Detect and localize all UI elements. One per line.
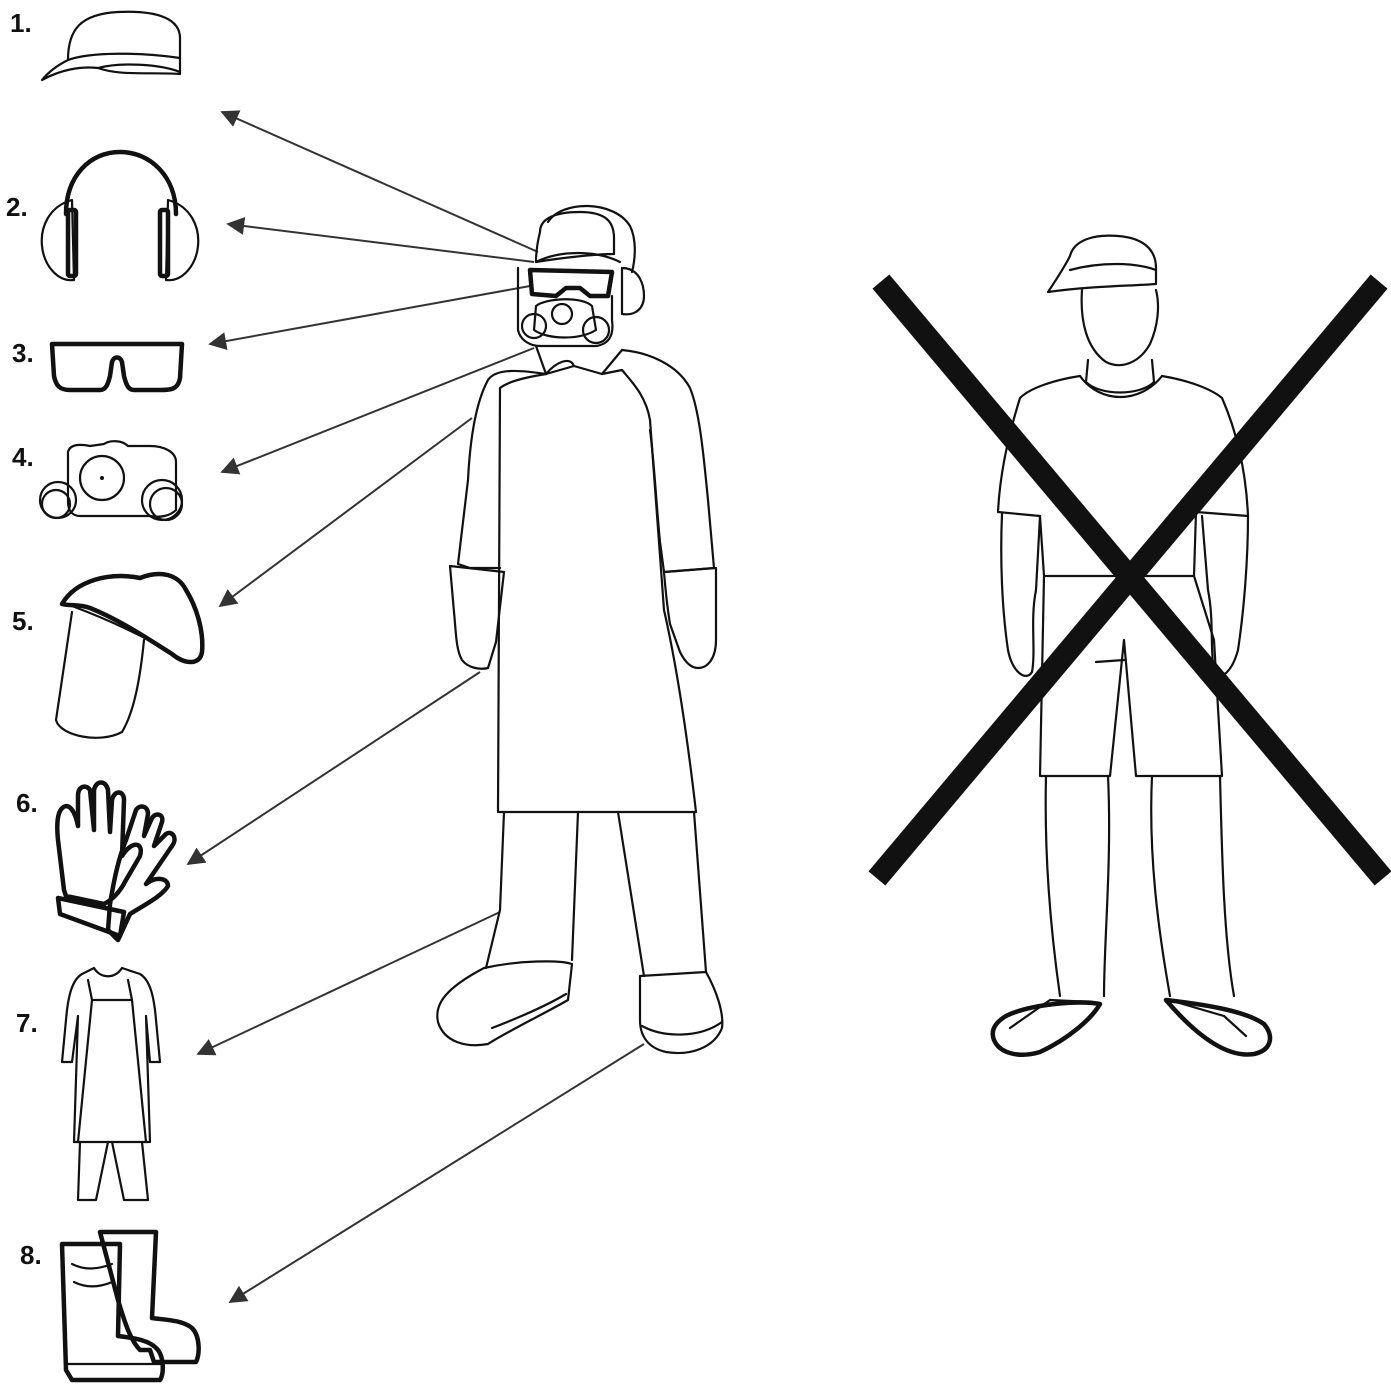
arrow-to-gloves <box>188 672 480 864</box>
pointer-arrows <box>188 112 644 1302</box>
crossed-out-x-icon <box>884 290 1376 870</box>
arrow-to-face-shield <box>220 418 472 606</box>
arrow-to-respirator <box>222 348 534 472</box>
boots-icon <box>62 1232 199 1380</box>
item-number-2: 2. <box>6 192 28 222</box>
gloves-icon <box>57 783 174 941</box>
protected-worker-figure <box>437 206 722 1053</box>
arrow-to-glasses <box>210 286 530 344</box>
item-number-3: 3. <box>12 338 34 368</box>
item-number-7: 7. <box>16 1008 38 1038</box>
face-shield-icon <box>56 574 202 738</box>
unprotected-person-figure <box>993 236 1270 1055</box>
respirator-icon <box>40 441 182 520</box>
arrow-to-boots <box>230 1044 644 1302</box>
apron-suit-icon <box>62 968 160 1200</box>
arrow-to-cap <box>222 112 538 252</box>
item-number-6: 6. <box>16 788 38 818</box>
item-number-1: 1. <box>10 8 32 38</box>
arrow-to-apron-suit <box>198 912 500 1054</box>
item-number-8: 8. <box>20 1240 42 1270</box>
item-number-4: 4. <box>12 442 34 472</box>
safety-glasses-icon <box>52 344 182 390</box>
earmuffs-icon <box>42 152 199 280</box>
item-number-5: 5. <box>12 606 34 636</box>
cap-icon <box>42 12 180 80</box>
